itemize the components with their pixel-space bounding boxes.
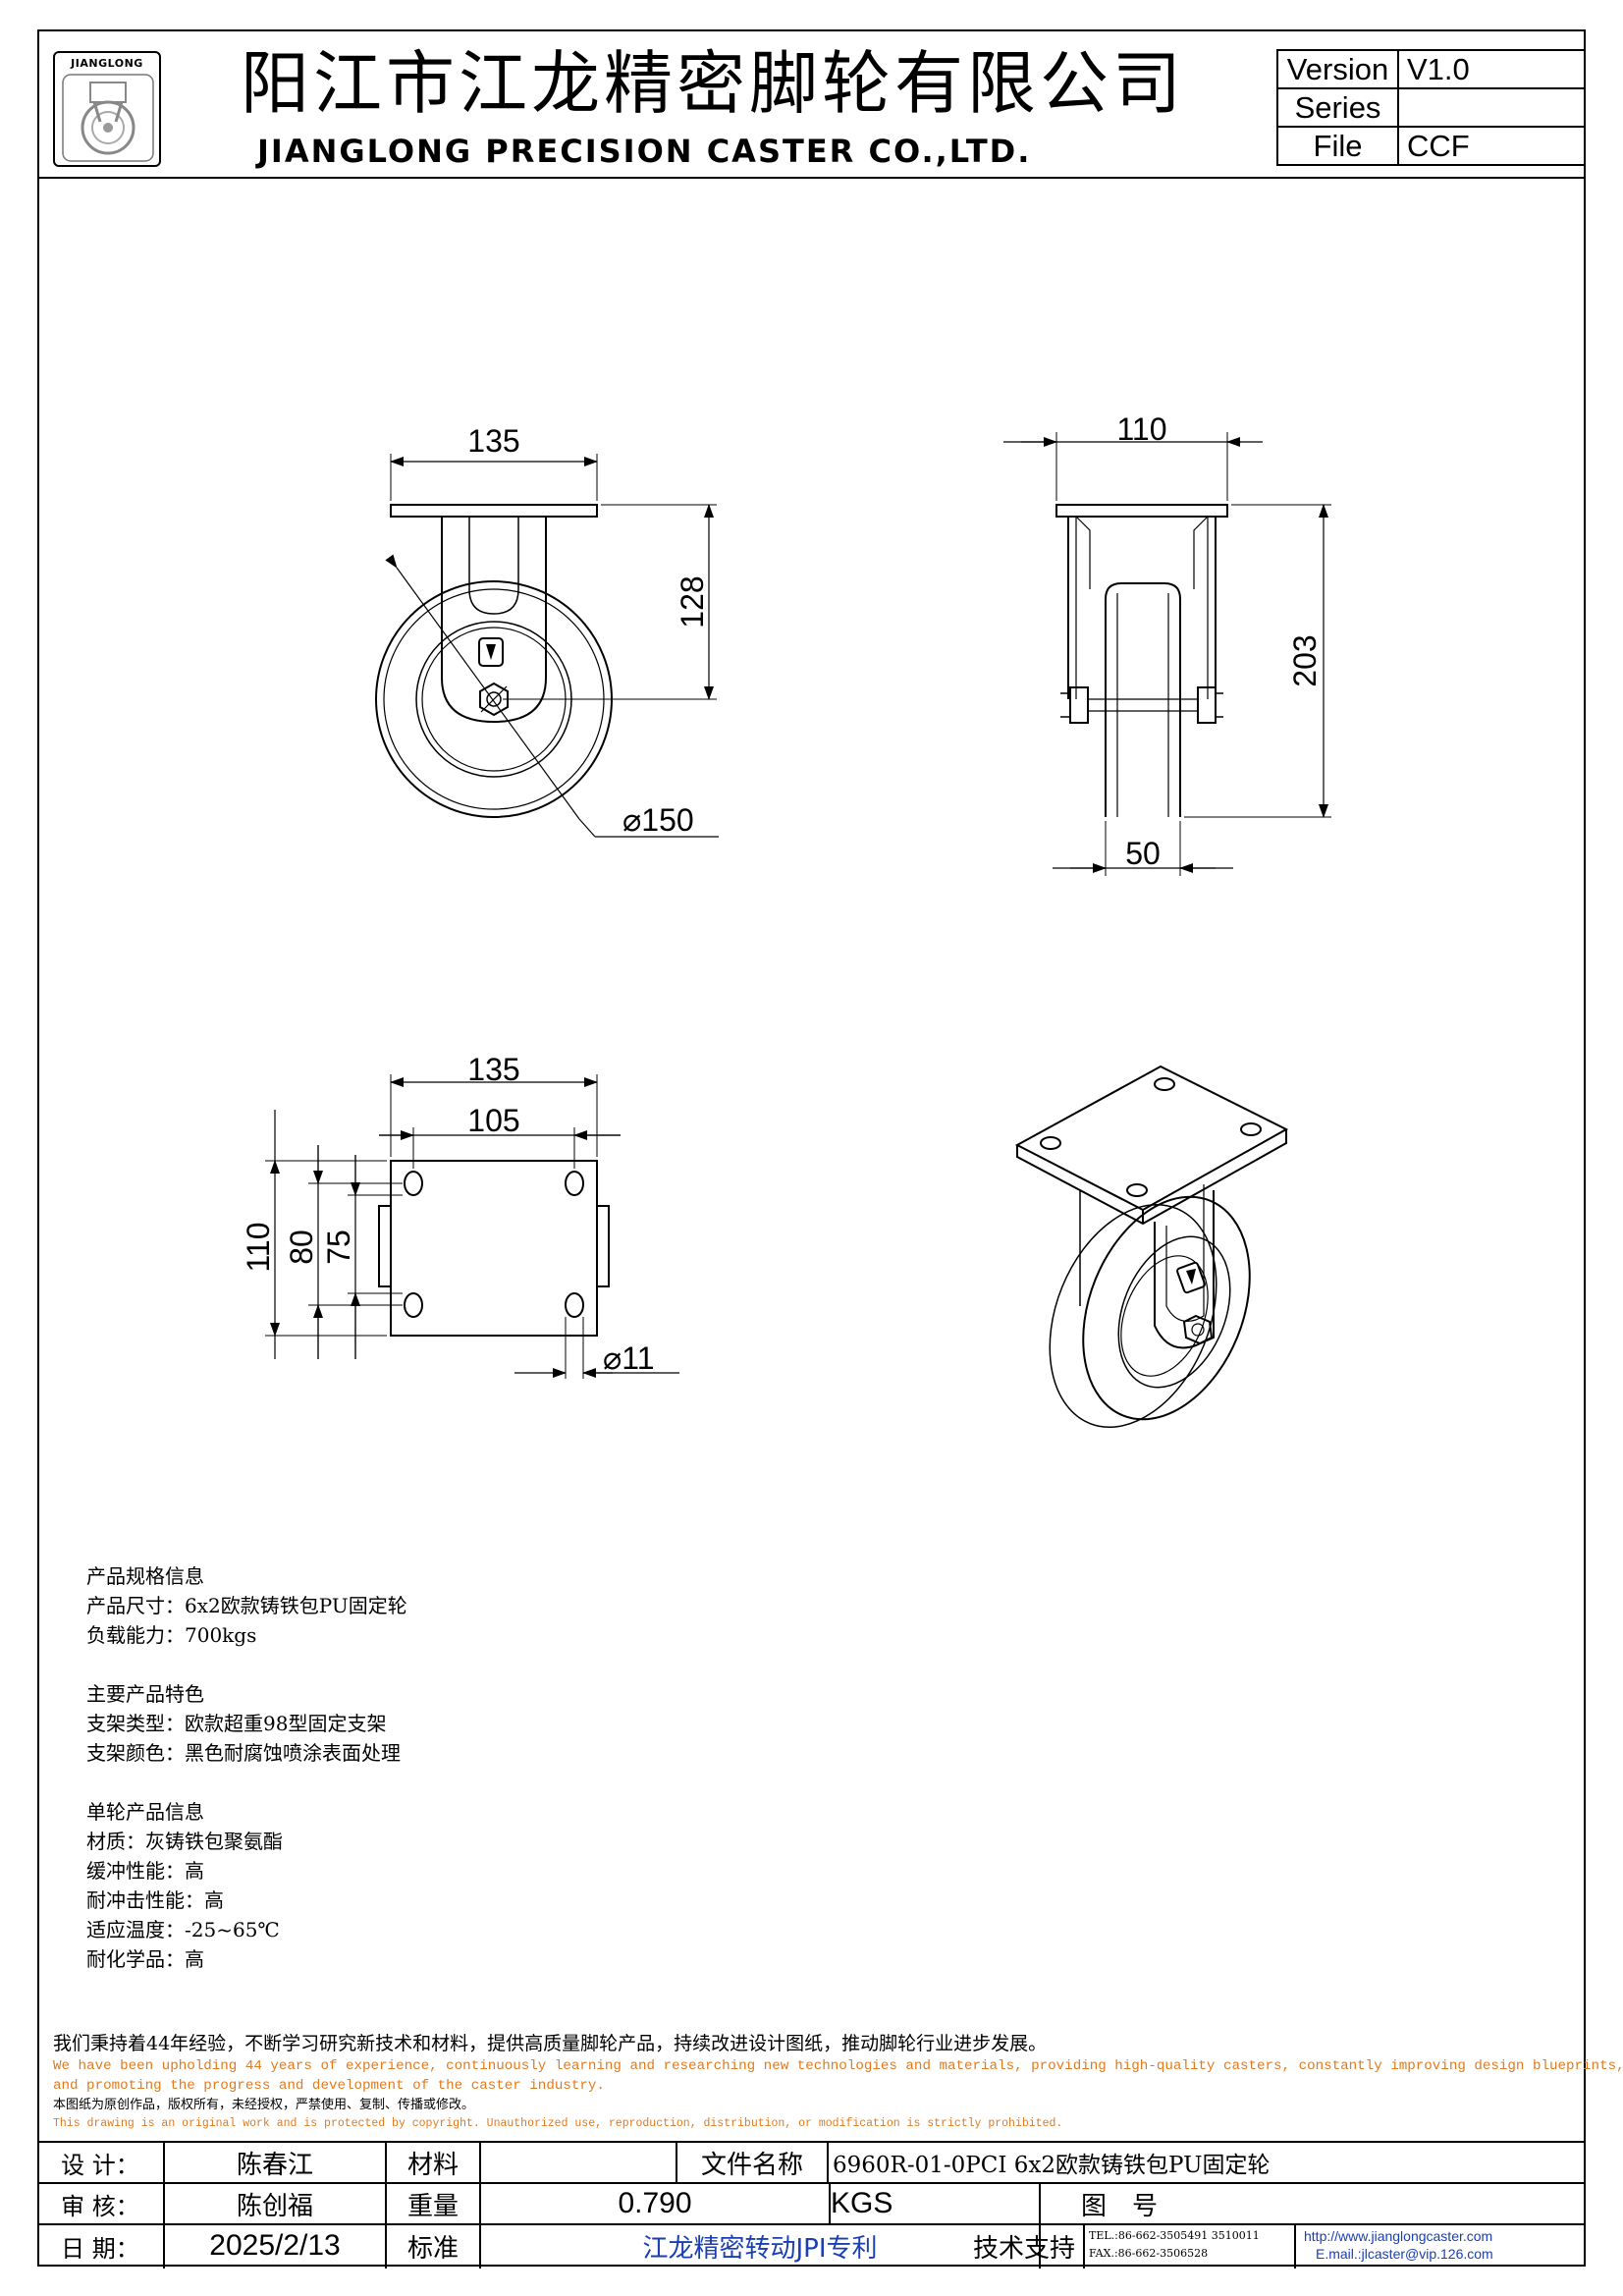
website-link[interactable]: http://www.jianglongcaster.com — [1304, 2228, 1493, 2244]
title-block-header — [37, 29, 1586, 179]
material-value — [481, 2143, 676, 2182]
dim-front-height: 203 — [1287, 634, 1323, 686]
front-wheel-body — [1105, 582, 1181, 817]
standard-value: 江龙精密转动JPI专利 — [642, 2233, 878, 2264]
spec-load: 负载能力：700kgs — [86, 1623, 257, 1647]
standard-label: 标准 — [406, 2233, 459, 2264]
footer-title-block: 设 计： 陈春江 材料 文件名称 6960R-01-0PCI 6x2欧款铸铁包P… — [37, 2141, 1589, 2269]
filename-value: 6960R-01-0PCI 6x2欧款铸铁包PU固定轮 — [833, 2153, 1271, 2178]
dim-side-height: 128 — [675, 575, 710, 628]
file-label: File — [1276, 126, 1399, 166]
note-copyright-en: This drawing is an original work and is … — [53, 2117, 1063, 2130]
isometric-view — [1014, 1065, 1289, 1428]
product-spec-block: 产品规格信息 产品尺寸：6x2欧款铸铁包PU固定轮 负载能力：700kgs 主要… — [86, 1561, 407, 1974]
note-copyright-cn: 本图纸为原创作品，版权所有，未经授权，严禁使用、复制、传播或修改。 — [53, 2098, 475, 2112]
dim-hole-spacing-y-outer: 80 — [284, 1230, 319, 1265]
fax-text: FAX.:86-662-3506528 — [1089, 2247, 1209, 2260]
version-label: Version — [1276, 49, 1399, 89]
spec-heading-size: 产品规格信息 — [86, 1564, 204, 1588]
weight-unit: KGS — [831, 2187, 893, 2219]
spec-size: 产品尺寸：6x2欧款铸铁包PU固定轮 — [86, 1594, 407, 1617]
plate-hole-tr — [565, 1171, 584, 1196]
drawing-frame — [37, 29, 1586, 2267]
dim-plate-width: 135 — [467, 1052, 519, 1087]
iso-axle-nut — [1182, 1314, 1214, 1345]
version-table: Version V1.0 Series File CCF — [1276, 49, 1586, 166]
spec-bracket-type: 支架类型：欧款超重98型固定支架 — [86, 1712, 387, 1735]
copyright-notes: 我们秉持着44年经验，不断学习研究新技术和材料，提供高质量脚轮产品，持续改进设计… — [53, 2031, 1623, 2133]
drawing-no-value — [1198, 2184, 1571, 2223]
design-label: 设 计： — [61, 2151, 139, 2179]
spec-material: 材质：灰铸铁包聚氨酯 — [86, 1830, 283, 1853]
plate-hole-tl — [404, 1171, 423, 1196]
email-link[interactable]: E.mail.:jlcaster@vip.126.com — [1316, 2246, 1493, 2262]
front-top-plate — [1055, 504, 1228, 518]
plate-hole-bl — [404, 1292, 423, 1318]
series-label: Series — [1276, 87, 1399, 128]
design-value: 陈春江 — [236, 2150, 313, 2180]
front-axle-nut-right — [1197, 686, 1217, 724]
plate-view — [265, 1074, 679, 1379]
iso-wheel-outer — [1082, 1195, 1251, 1421]
contact-web-block: http://www.jianglongcaster.com E.mail.:j… — [1298, 2227, 1589, 2267]
spec-bracket-color: 支架颜色：黑色耐腐蚀喷涂表面处理 — [86, 1741, 401, 1765]
review-label: 审 核： — [61, 2192, 139, 2220]
dim-wheel-width: 50 — [1125, 836, 1161, 871]
version-value: V1.0 — [1397, 49, 1586, 89]
material-label: 材料 — [406, 2150, 459, 2180]
dim-front-width: 110 — [1116, 411, 1166, 447]
side-fork — [441, 517, 547, 724]
dim-wheel-diameter: ⌀150 — [622, 802, 694, 838]
series-value — [1397, 87, 1586, 128]
spec-temperature: 适应温度：-25~65℃ — [86, 1918, 280, 1941]
note-mission-en-2: and promoting the progress and developme… — [53, 2078, 605, 2094]
note-mission-cn: 我们秉持着44年经验，不断学习研究新技术和材料，提供高质量脚轮产品，持续改进设计… — [53, 2033, 1048, 2054]
logo-text: JIANGLONG — [71, 57, 143, 70]
dim-hole-diameter: ⌀11 — [603, 1340, 654, 1376]
weight-value: 0.790 — [618, 2187, 692, 2219]
dim-side-width: 135 — [467, 423, 519, 459]
spec-chemical: 耐化学品：高 — [86, 1947, 204, 1971]
dim-hole-spacing-x: 105 — [467, 1103, 519, 1138]
contact-phone-block: TEL.:86-662-3505491 3510011 FAX.:86-662-… — [1086, 2227, 1295, 2267]
side-axle-nut — [479, 682, 509, 717]
caster-logo-icon — [62, 74, 154, 162]
spec-heading-wheel: 单轮产品信息 — [86, 1800, 204, 1824]
support-label: 技术支持 — [972, 2233, 1075, 2264]
company-name-cn: 阳江市江龙精密脚轮有限公司 — [241, 43, 1185, 124]
front-view — [1003, 432, 1331, 876]
side-top-plate — [390, 504, 598, 518]
date-label: 日 期： — [61, 2234, 139, 2263]
company-name-en: JIANGLONG PRECISION CASTER CO.,LTD. — [257, 133, 1032, 170]
plate-hole-br — [565, 1292, 584, 1318]
spec-impact: 耐冲击性能：高 — [86, 1888, 224, 1912]
file-value: CCF — [1397, 126, 1586, 166]
date-value: 2025/2/13 — [209, 2229, 341, 2262]
spec-heading-features: 主要产品特色 — [86, 1682, 204, 1706]
weight-label: 重量 — [406, 2191, 459, 2221]
review-value: 陈创福 — [236, 2191, 313, 2221]
dim-hole-spacing-y-inner: 75 — [321, 1230, 356, 1265]
dim-plate-length: 110 — [241, 1222, 276, 1272]
company-logo: JIANGLONG — [53, 51, 161, 167]
tel-text: TEL.:86-662-3505491 3510011 — [1089, 2229, 1260, 2242]
drawing-no-label: 图 号 — [1080, 2191, 1158, 2221]
note-mission-en-1: We have been upholding 44 years of exper… — [53, 2058, 1623, 2074]
filename-label: 文件名称 — [700, 2150, 803, 2180]
spec-cushion: 缓冲性能：高 — [86, 1859, 204, 1883]
front-axle-nut-left — [1069, 686, 1089, 724]
side-view — [375, 454, 719, 838]
